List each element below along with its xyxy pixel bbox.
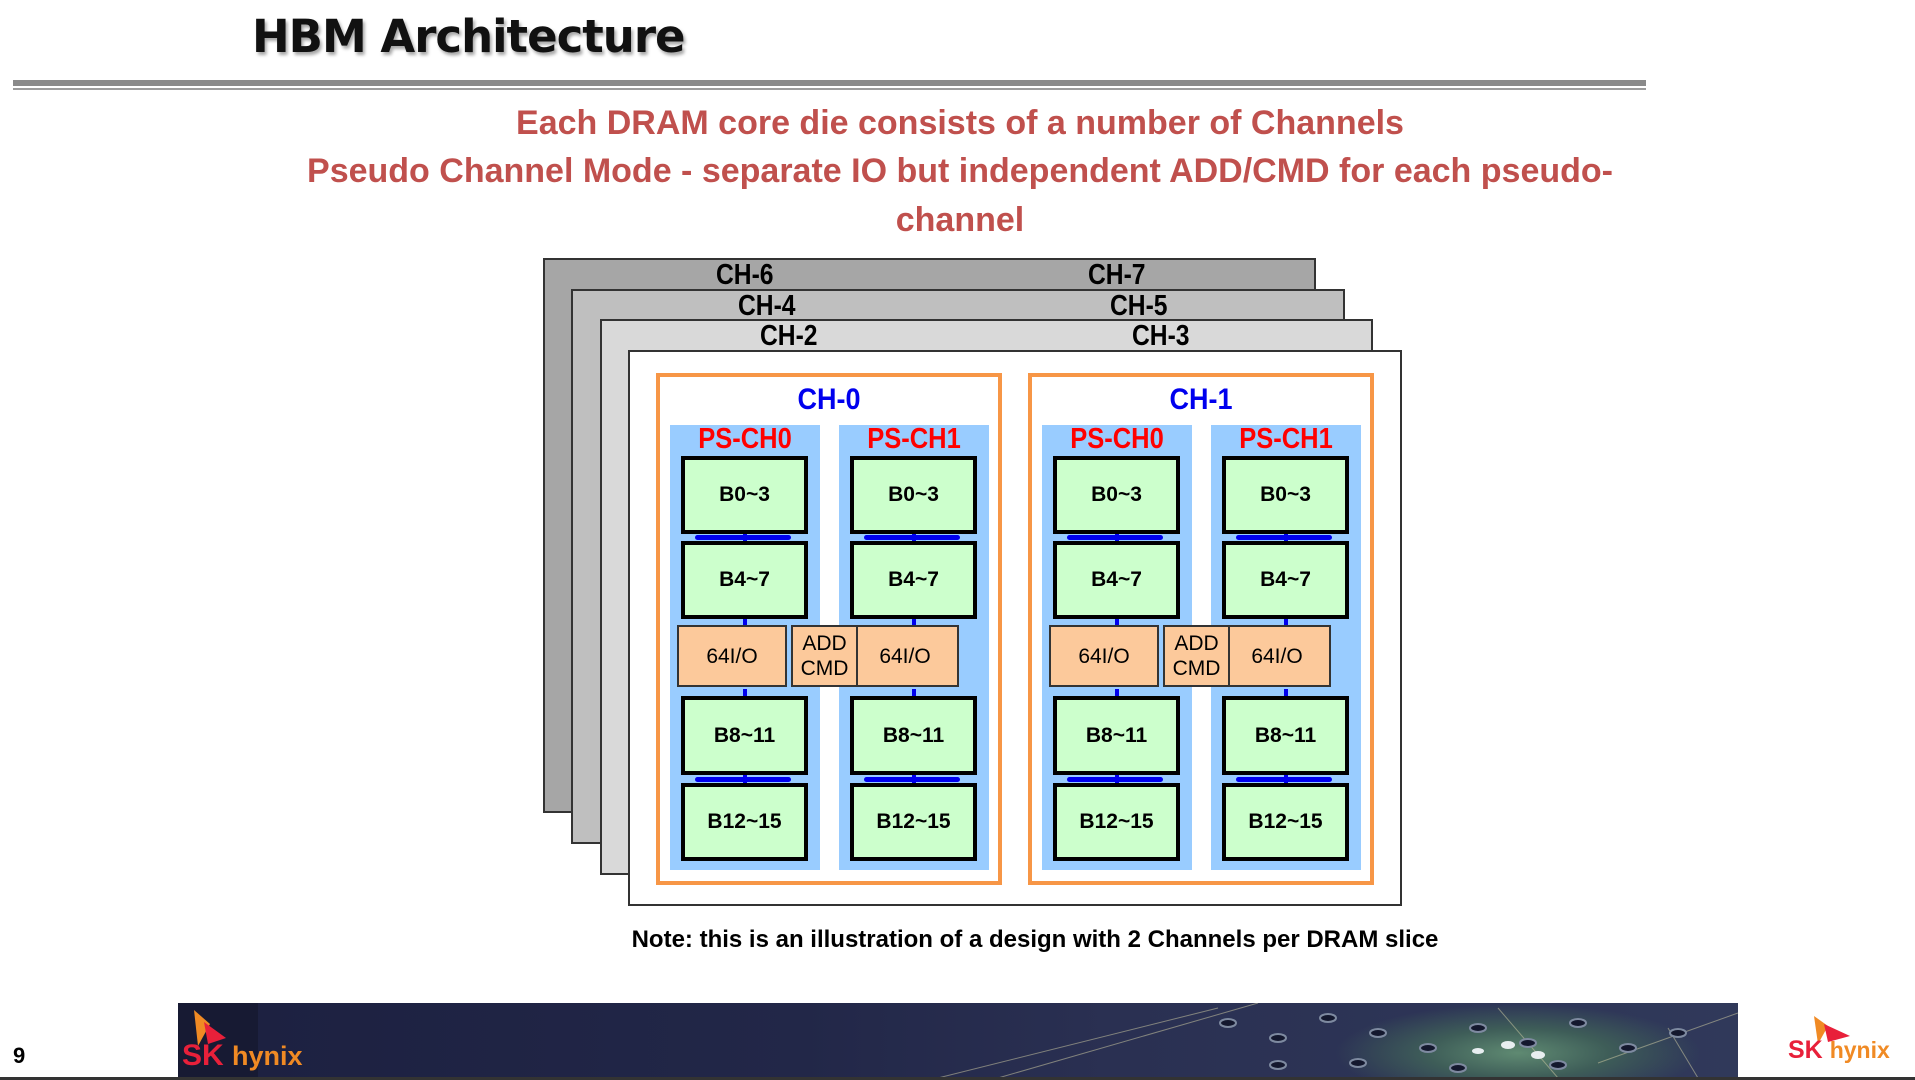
layer-label-right: CH-3 bbox=[1132, 320, 1190, 352]
logo-hynix-text: hynix bbox=[232, 1041, 303, 1071]
pseudo-channel-title: PS-CH1 bbox=[1239, 423, 1333, 455]
cmd-label: CMD bbox=[1172, 657, 1221, 680]
slide-title: HBM Architecture bbox=[252, 10, 686, 63]
title-divider-thin bbox=[13, 88, 1646, 90]
bank-bus-bar bbox=[864, 535, 960, 540]
bank-group-block: B12~15 bbox=[1053, 783, 1180, 861]
bank-group-block: B4~7 bbox=[1222, 541, 1349, 619]
layer-label-left: CH-4 bbox=[738, 290, 796, 322]
bus-stem bbox=[743, 689, 747, 697]
bank-bus-bar bbox=[1236, 535, 1332, 540]
bank-bus-bar bbox=[695, 777, 791, 782]
io-block: 64I/O bbox=[1049, 625, 1159, 687]
io-block: 64I/O bbox=[851, 625, 959, 687]
cmd-label: CMD bbox=[800, 657, 849, 680]
bank-group-block: B0~3 bbox=[850, 456, 977, 534]
pseudo-channel-title: PS-CH1 bbox=[867, 423, 961, 455]
pseudo-channel-title: PS-CH0 bbox=[698, 423, 792, 455]
pseudo-channel-title: PS-CH0 bbox=[1070, 423, 1164, 455]
logo-sk-text: SK bbox=[1788, 1036, 1823, 1064]
bank-group-block: B0~3 bbox=[1053, 456, 1180, 534]
channel-title: CH-1 bbox=[1169, 383, 1233, 416]
bank-bus-bar bbox=[1067, 777, 1163, 782]
bus-stem bbox=[1284, 689, 1288, 697]
bank-group-block: B12~15 bbox=[681, 783, 808, 861]
bank-group-block: B0~3 bbox=[1222, 456, 1349, 534]
bank-group-block: B4~7 bbox=[681, 541, 808, 619]
subtitle-line-3: channel bbox=[895, 201, 1025, 239]
io-block: 64I/O bbox=[1223, 625, 1331, 687]
bus-stem bbox=[912, 689, 916, 697]
add-label: ADD bbox=[802, 632, 847, 655]
add-label: ADD bbox=[1174, 632, 1219, 655]
bank-group-block: B8~11 bbox=[681, 696, 808, 775]
bank-bus-bar bbox=[695, 535, 791, 540]
bank-group-block: B4~7 bbox=[1053, 541, 1180, 619]
layer-label-right: CH-5 bbox=[1110, 290, 1168, 322]
circuit-board-graphic bbox=[937, 1003, 1738, 1078]
subtitle-line-1: Each DRAM core die consists of a number … bbox=[516, 104, 1404, 142]
page-number: 9 bbox=[13, 1043, 26, 1068]
bank-group-block: B8~11 bbox=[1053, 696, 1180, 775]
footer-banner: SK hynix bbox=[178, 1003, 1738, 1078]
logo-hynix-text: hynix bbox=[1829, 1037, 1890, 1063]
subtitle-line-2: Pseudo Channel Mode - separate IO but in… bbox=[307, 152, 1613, 190]
bank-bus-bar bbox=[1067, 535, 1163, 540]
logo-left: SK hynix bbox=[182, 1039, 303, 1073]
channel-title: CH-0 bbox=[797, 383, 861, 416]
sk-butterfly-icon-right bbox=[1814, 1016, 1850, 1044]
io-block: 64I/O bbox=[677, 625, 787, 687]
layer-label-right: CH-7 bbox=[1088, 259, 1146, 291]
bank-group-block: B0~3 bbox=[681, 456, 808, 534]
bank-group-block: B12~15 bbox=[850, 783, 977, 861]
bank-bus-bar bbox=[1236, 777, 1332, 782]
bank-group-block: B8~11 bbox=[850, 696, 977, 775]
footer-line bbox=[0, 1077, 1915, 1080]
logo-sk-text: SK bbox=[182, 1039, 224, 1072]
bank-group-block: B4~7 bbox=[850, 541, 977, 619]
bus-stem bbox=[1115, 689, 1119, 697]
layer-label-left: CH-6 bbox=[716, 259, 774, 291]
bank-bus-bar bbox=[864, 777, 960, 782]
bank-group-block: B8~11 bbox=[1222, 696, 1349, 775]
diagram-note: Note: this is an illustration of a desig… bbox=[631, 926, 1439, 953]
layer-label-left: CH-2 bbox=[760, 320, 818, 352]
logo-right: SK hynix bbox=[1788, 1036, 1890, 1064]
title-divider bbox=[13, 80, 1646, 86]
sk-butterfly-icon bbox=[194, 1010, 226, 1046]
bank-group-block: B12~15 bbox=[1222, 783, 1349, 861]
